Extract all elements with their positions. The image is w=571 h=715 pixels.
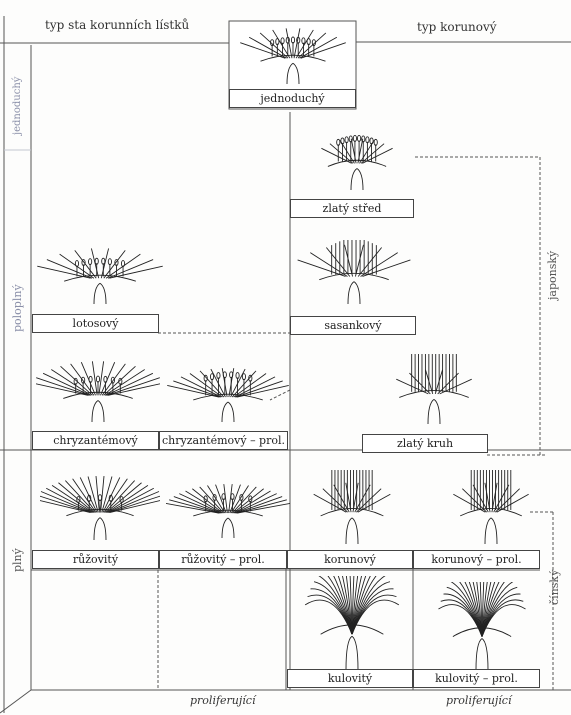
flower-single-icon [235, 24, 351, 84]
flower-rose-prolif-icon [166, 480, 290, 538]
flower-chrysanthemum-prolif-icon [166, 364, 290, 422]
label-crown: korunový [287, 550, 413, 569]
footer-proliferating-right: proliferující [446, 694, 512, 707]
label-chrysanthemum-prolif: chryzantémový – prol. [159, 431, 288, 450]
label-rose-prolif: růžovitý – prol. [159, 550, 287, 569]
label-chrysanthemum: chryzantémový [32, 431, 159, 450]
axis-label-single: jednoduchý [12, 77, 23, 135]
axis-label-semi-double: poloplný [11, 284, 24, 332]
label-golden-center: zlatý střed [290, 199, 414, 218]
flower-lotus-icon [36, 244, 164, 304]
label-globe-prolif: kulovitý – prol. [413, 669, 540, 688]
label-anemone: sasankový [290, 316, 416, 335]
label-crown-prolif: korunový – prol. [413, 550, 540, 569]
flower-golden-ring-icon [372, 354, 496, 424]
footer-proliferating-left: proliferující [190, 694, 256, 707]
flower-globe-icon [296, 576, 408, 670]
flower-anemone-icon [292, 240, 416, 304]
label-lotus: lotosový [32, 314, 159, 333]
group-label-japanese: japonský [546, 251, 559, 300]
axis-label-double: plný [11, 548, 24, 572]
flower-rose-icon [40, 476, 160, 540]
header-crown-type: typ korunový [417, 20, 497, 34]
flower-globe-prolif-icon [430, 582, 534, 670]
flower-golden-center-icon [305, 128, 409, 190]
flower-crown-prolif-icon [436, 470, 546, 544]
label-single: jednoduchý [229, 89, 356, 108]
flower-chrysanthemum-icon [36, 360, 160, 422]
label-globe: kulovitý [287, 669, 413, 688]
flower-crown-icon [296, 470, 408, 544]
header-petal-type: typ sta korunních lístků [45, 18, 189, 32]
label-rose: růžovitý [32, 550, 159, 569]
group-label-chinese: čínský [548, 570, 561, 605]
label-golden-ring: zlatý kruh [362, 434, 488, 453]
